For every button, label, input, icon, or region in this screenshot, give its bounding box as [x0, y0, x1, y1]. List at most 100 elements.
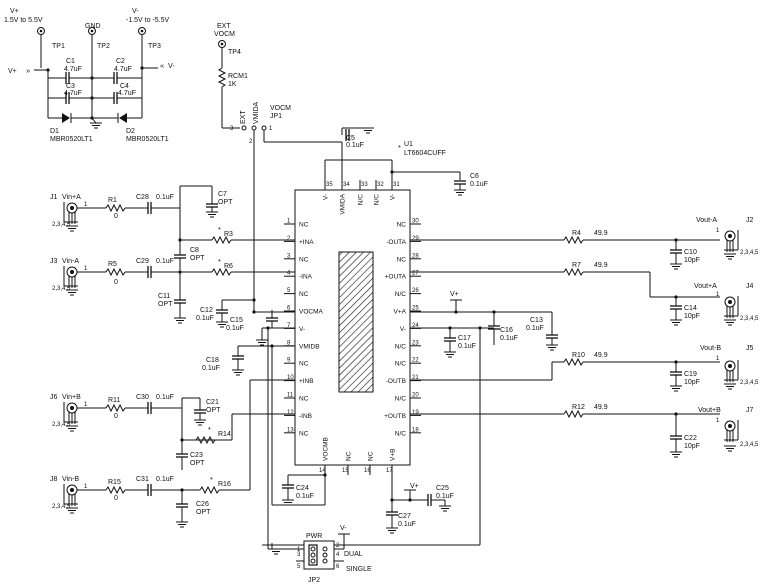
vminus-arrow-icon: « [160, 61, 164, 70]
jp2-single: SINGLE [346, 566, 372, 573]
left-decoupling: C12 0.1uF C15 0.1uF C18 0.1uF [196, 156, 325, 545]
tp3-testpoint-icon[interactable] [138, 27, 146, 35]
bottom-caps: C24 0.1uF C25 0.1uF V+ C27 0.1uF [281, 465, 454, 534]
c29-value: 0.1uF [156, 258, 174, 265]
jp1-ext: EXT [240, 110, 247, 124]
u1-pin-6-number: 6 [287, 306, 291, 312]
jp2-ref: JP2 [308, 577, 320, 584]
jp1-pin1-pad[interactable] [261, 125, 267, 131]
c11-ref: C11 [158, 293, 170, 300]
j5-pin1: 1 [716, 356, 720, 362]
jp1-pin3-pad[interactable] [241, 125, 247, 131]
u1-pin-24-number: 24 [412, 323, 419, 329]
c16-value: 0.1uF [500, 335, 518, 342]
tp1-label: V+ [10, 8, 19, 15]
c10-ref: C10 [684, 249, 697, 256]
c8-value: OPT [190, 255, 205, 262]
j8-coax-icon[interactable] [63, 483, 79, 507]
c26-ref: C26 [196, 501, 209, 508]
u1-pin-17-number: 17 [386, 468, 393, 474]
jp1-pin2: 2 [249, 139, 253, 145]
jp2-shunt [308, 544, 318, 566]
r3-star: * [218, 225, 221, 234]
u1-pin-11-number: 11 [287, 393, 294, 399]
c1-value: 4.7uF [64, 66, 82, 73]
j6-ref: J6 [50, 394, 58, 401]
c31-value: 0.1uF [156, 476, 174, 483]
rcm1-ref: RCM1 [228, 73, 248, 80]
j6-coax-icon[interactable] [63, 401, 79, 425]
r6-ref: R6 [224, 263, 233, 270]
j1-coax-icon[interactable] [63, 201, 79, 225]
c24-ref: C24 [296, 485, 309, 492]
c19-value: 10pF [684, 379, 700, 386]
j4-coax-icon[interactable] [723, 295, 739, 319]
u1-pin-20-number: 20 [412, 393, 419, 399]
d2-diode-icon [119, 113, 127, 123]
tp2-label: GND [85, 23, 101, 30]
c23-value: OPT [190, 460, 205, 467]
c13-value: 0.1uF [526, 325, 544, 332]
c27-ref: C27 [398, 513, 411, 520]
j1-gnd-pins: 2,3,4,5 [52, 222, 71, 228]
power-section: V+ 1.5V to 5.5V GND V- -1.5V to -5.5V TP… [4, 8, 175, 143]
u1-pin-3-number: 3 [287, 253, 291, 259]
rcm1-value: 1K [228, 81, 237, 88]
j8-ref: J8 [50, 476, 58, 483]
c8-ref: C8 [190, 247, 199, 254]
j5-gnd-pins: 2,3,4,5 [740, 380, 759, 386]
u1-pin-13-name: NC [299, 430, 309, 437]
u1-pin-1-number: 1 [287, 219, 291, 225]
j2-coax-icon[interactable] [723, 229, 739, 253]
u1-pin-31-number: 31 [393, 182, 400, 188]
u1-pin-15-name: NC [346, 451, 353, 461]
tp3-name: TP3 [148, 43, 161, 50]
c21-value: OPT [206, 407, 221, 414]
tp1-testpoint-icon[interactable] [37, 27, 45, 35]
c7-ref: C7 [218, 191, 227, 198]
j3-coax-icon[interactable] [63, 265, 79, 289]
j5-coax-icon[interactable] [723, 359, 739, 383]
jp2-pin6: 6 [336, 564, 340, 570]
c22-value: 10pF [684, 443, 700, 450]
u1-pin-12-number: 12 [287, 410, 294, 416]
r1-value: 0 [114, 213, 118, 220]
j7-label: Vout+B [698, 407, 721, 414]
u1-pin-22-name: N/C [395, 361, 407, 368]
jp1-pin2-pad[interactable] [251, 125, 257, 131]
tp2-testpoint-icon[interactable] [88, 27, 96, 35]
c6-value: 0.1uF [470, 181, 488, 188]
j8-pin1: 1 [84, 484, 88, 490]
tp3-label: V- [132, 8, 139, 15]
c31-ref: C31 [136, 476, 149, 483]
u1-pin-35-number: 35 [326, 182, 333, 188]
u1-pin-2-name: +INA [299, 239, 314, 246]
d1-ref: D1 [50, 128, 59, 135]
u1-pin-10-name: +INB [299, 378, 314, 385]
c11-value: OPT [158, 301, 173, 308]
jp2-jumper: PWR JP2 1 2 3 4 5 6 DUAL SINGLE V- [267, 525, 372, 584]
d1-part: MBR0520LT1 [50, 136, 93, 143]
u1-pin-21-number: 21 [412, 375, 419, 381]
j4-label: Vout+A [694, 283, 717, 290]
c17-ref: C17 [458, 335, 471, 342]
c6-ref: C6 [470, 173, 479, 180]
u1-pin-33-name: N/C [358, 194, 365, 206]
tp4-testpoint-icon[interactable] [218, 40, 226, 48]
u1-pin-35-name: V- [323, 194, 330, 200]
r11-ref: R11 [108, 397, 120, 404]
c23-ref: C23 [190, 452, 203, 459]
j7-coax-icon[interactable] [723, 419, 739, 443]
u1-pin-8-name: VMIDB [299, 343, 320, 350]
j8-gnd-pins: 2,3,4,5 [52, 504, 71, 510]
r7-value: 49.9 [594, 262, 608, 269]
u1-pin-14-number: 14 [319, 468, 326, 474]
j3-pin1: 1 [84, 266, 88, 272]
r5-value: 0 [114, 279, 118, 286]
j3-gnd-pins: 2,3,4,5 [52, 286, 71, 292]
right-decoupling: V+ C13 0.1uF C16 0.1uF C17 0.1uF [262, 291, 559, 546]
jp1-pin1: 1 [269, 126, 273, 132]
j2-gnd-pins: 2,3,4,5 [740, 250, 759, 256]
jp2-dual: DUAL [344, 551, 363, 558]
